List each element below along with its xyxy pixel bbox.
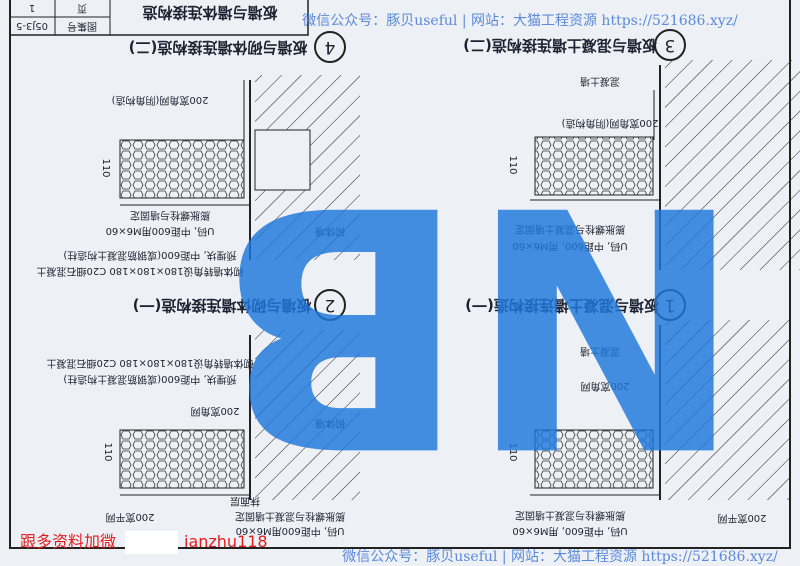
detail-3-drawing xyxy=(530,60,800,270)
label-bolt-concrete: 膨胀螺栓与混凝土墙固定 xyxy=(235,510,345,523)
dimension-110: 110 xyxy=(100,158,111,177)
sheet-border xyxy=(9,0,791,549)
label-masonry-wall: 砌体墙 xyxy=(315,225,345,238)
detail-number: 1 xyxy=(665,295,676,315)
title-block: 1 页 05J3-5 图集号 板墙与墙体连接构造 xyxy=(9,0,309,36)
annotations: 200宽角网(阴角构造) 110 膨胀螺栓与墙固定 U码, 中距600用M6×6… xyxy=(37,75,767,538)
dimension-110: 110 xyxy=(507,155,518,174)
redaction-box xyxy=(125,531,178,554)
page-number: 1 xyxy=(29,2,35,13)
label-bolt-concrete: 膨胀螺栓与混凝土墙固定 xyxy=(515,509,625,522)
label-embedded-block: 预埋块, 中距600(或钢筋混凝土构造柱) xyxy=(63,249,236,262)
label-flat-mesh: 200宽平网 xyxy=(717,512,766,525)
label-bolt-wall: 膨胀螺栓与墙固定 xyxy=(130,209,210,222)
detail-title: 板墙与混凝土墙连接构造(一) xyxy=(465,297,659,315)
sheet-title: 板墙与墙体连接构造 xyxy=(142,4,277,22)
nb-logo-watermark: NB xyxy=(216,132,744,516)
detail-title: 板墙与混凝土墙连接构造(二) xyxy=(463,37,657,55)
label-corner-mesh-inner: 200宽角网(阴角构造) xyxy=(561,117,658,130)
watermark-text-top: 微信公众号：豚贝useful | 网站：大猫工程资源 https://52168… xyxy=(302,13,738,29)
detail-3-heading: 3 板墙与混凝土墙连接构造(二) xyxy=(463,29,686,61)
detail-2-heading: 2 板墙与砌体墙连接构造(一) xyxy=(133,289,346,321)
detail-4-drawing xyxy=(119,75,360,260)
dimension-110: 110 xyxy=(102,442,113,461)
detail-number: 3 xyxy=(665,35,676,55)
label-corner-mesh: 200宽角网 xyxy=(190,405,239,418)
label-corner-mesh-inner: 200宽角网(阴角构造) xyxy=(111,94,208,107)
label-concrete-wall: 混凝土墙 xyxy=(580,75,620,88)
label-concrete-wall: 混凝土墙 xyxy=(580,345,620,358)
label-masonry-wall: 砌体墙 xyxy=(315,417,345,430)
label-masonry-corner: 砌体墙转角设180×180×180 C20细石混凝土 xyxy=(47,357,254,370)
label-u-clip: U码, 中距600, 用M6×60 xyxy=(512,525,627,538)
detail-title: 板墙与砌体墙连接构造(二) xyxy=(129,39,308,57)
label-u-clip: U码, 中距600, 用M6×60 xyxy=(512,240,627,253)
contact-id: ianzhu118 xyxy=(184,532,268,551)
label-u-clip: U码, 中距600用M6×60 xyxy=(106,225,215,238)
atlas-number: 05J3-5 xyxy=(16,20,48,31)
page-label: 页 xyxy=(77,2,87,14)
label-corner-mesh: 200宽角网 xyxy=(580,380,629,393)
detail-4-heading: 4 板墙与砌体墙连接构造(二) xyxy=(129,31,346,63)
detail-number: 2 xyxy=(325,295,336,315)
detail-1-drawing xyxy=(530,320,790,500)
label-plaster: 抹面层 xyxy=(230,495,260,508)
label-embedded-block: 预埋块, 中距600(或钢筋混凝土构造柱) xyxy=(63,373,236,386)
label-flat-mesh: 200宽平网 xyxy=(105,511,154,524)
label-u-clip: U码, 中距600用M6×60 xyxy=(236,525,345,538)
label-bolt-concrete: 膨胀螺栓与混凝土墙固定 xyxy=(515,223,625,236)
atlas-label: 图集号 xyxy=(67,20,97,33)
watermark-text-bottom: 微信公众号：豚贝useful | 网站：大猫工程资源 https://52168… xyxy=(342,549,778,565)
label-masonry-corner: 砌体墙转角设180×180×180 C20细石混凝土 xyxy=(37,265,244,278)
contact-prefix: 跟多资料加微 xyxy=(20,532,116,551)
detail-title: 板墙与砌体墙连接构造(一) xyxy=(133,297,312,315)
detail-number: 4 xyxy=(325,37,336,57)
dimension-110: 110 xyxy=(507,442,518,461)
detail-2-drawing xyxy=(119,330,360,500)
